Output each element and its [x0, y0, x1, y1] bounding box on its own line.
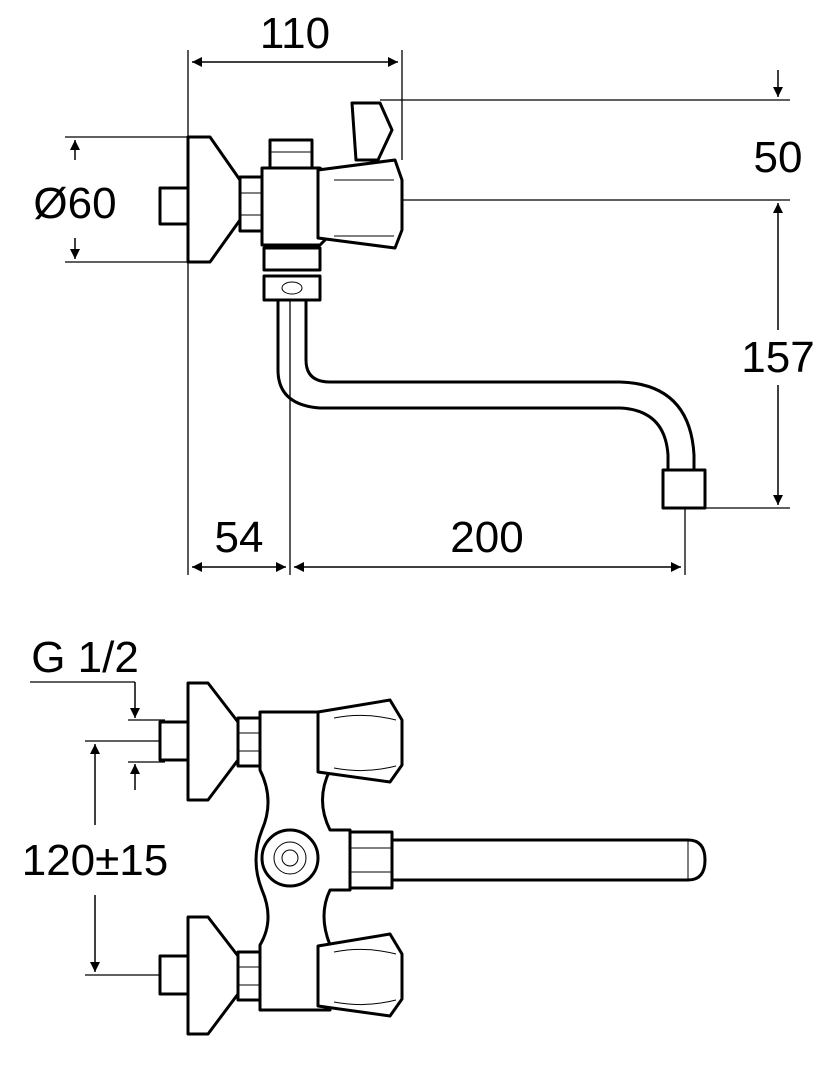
outlet-rosette	[260, 828, 320, 888]
upper-escutcheon	[186, 681, 240, 802]
dimension-inlet-spacing-label: 120±15	[22, 836, 169, 885]
swivel-joint-lower	[262, 274, 322, 302]
dimension-thread-label: G 1/2	[31, 633, 139, 682]
union-nut	[238, 175, 264, 233]
dimension-110: 110	[192, 9, 398, 67]
front-view: G 1/2 120±15	[22, 633, 707, 1036]
side-view: 110 Ø60 50 157 54 200	[33, 9, 815, 575]
lower-escutcheon	[186, 915, 240, 1036]
dimension-200: 200	[294, 513, 681, 572]
dimension-diameter-60: Ø60	[33, 140, 117, 259]
aerator	[661, 468, 707, 510]
dimension-50-label: 50	[754, 133, 803, 182]
dimension-thread: G 1/2	[30, 633, 165, 790]
dimension-200-label: 200	[450, 513, 523, 562]
upper-inlet-nipple	[158, 720, 190, 762]
lower-union-nut	[236, 950, 262, 1002]
upper-handle	[316, 698, 404, 784]
dimension-inlet-spacing: 120±15	[22, 740, 190, 976]
dimension-diameter-label: Ø60	[33, 179, 116, 228]
dimension-54: 54	[192, 513, 286, 572]
control-knob	[316, 158, 404, 250]
dimension-157-label: 157	[741, 333, 814, 382]
lower-inlet-nipple	[158, 954, 190, 996]
dimension-157: 157	[741, 225, 815, 505]
swivel-joint-upper	[262, 246, 322, 272]
inlet-nipple	[158, 186, 190, 226]
spout-swivel	[348, 830, 394, 890]
front-spout	[390, 838, 707, 882]
dimension-50: 50	[754, 70, 803, 225]
spout-outer	[276, 300, 670, 470]
spout-inner	[304, 300, 696, 470]
top-bonnet	[268, 138, 314, 170]
lower-handle	[316, 932, 404, 1018]
dimension-54-label: 54	[215, 513, 264, 562]
lever-handle	[350, 101, 394, 162]
upper-union-nut	[236, 716, 262, 768]
dimension-110-label: 110	[260, 9, 330, 58]
escutcheon-rosette	[186, 135, 242, 264]
